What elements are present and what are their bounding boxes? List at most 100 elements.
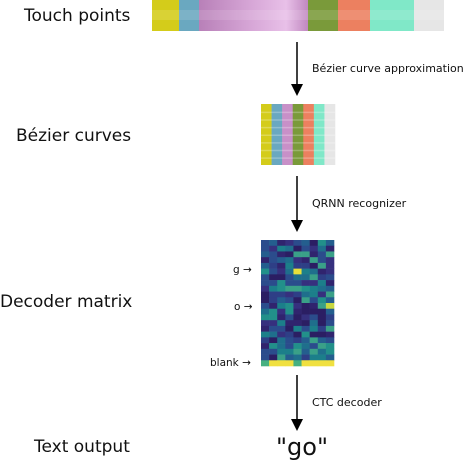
heatmap-cell <box>261 240 270 247</box>
heatmap-cell <box>293 303 302 310</box>
heatmap-cell <box>309 303 319 310</box>
stage-label-text-output: Text output <box>34 437 130 457</box>
heatmap-cell <box>301 343 310 350</box>
heatmap-cell <box>261 360 270 367</box>
heatmap-cell <box>261 268 270 275</box>
heatmap-cell <box>269 343 278 350</box>
heatmap-cell <box>285 245 294 252</box>
bezier-row-divider <box>261 149 335 152</box>
heatmap-cell <box>309 331 319 338</box>
heatmap-cell <box>301 325 310 332</box>
heatmap-cell <box>269 314 278 321</box>
step-label-qrnn: QRNN recognizer <box>312 197 407 210</box>
heatmap-cell <box>293 343 302 350</box>
heatmap-cell <box>325 314 335 321</box>
heatmap-cell <box>269 303 278 310</box>
heatmap-cell <box>317 291 327 298</box>
touch-segment-green <box>308 0 338 31</box>
heatmap-cell <box>277 314 286 321</box>
heatmap-cell <box>325 308 335 315</box>
heatmap-cell <box>317 285 327 292</box>
heatmap-cell <box>309 360 319 367</box>
heatmap-cell <box>325 331 335 338</box>
heatmap-cell <box>261 274 270 281</box>
heatmap-cell <box>277 354 286 361</box>
heatmap-cell <box>269 268 278 275</box>
heatmap-cell <box>317 280 327 287</box>
heatmap-cell <box>269 285 278 292</box>
heatmap-cell <box>285 360 294 367</box>
heatmap-cell <box>285 325 294 332</box>
heatmap-cell <box>309 320 319 327</box>
heatmap-cell <box>309 268 319 275</box>
heatmap-cell <box>293 360 302 367</box>
heatmap-cell <box>269 360 278 367</box>
heatmap-cell <box>325 274 335 281</box>
touch-segment-orange <box>338 0 370 31</box>
heatmap-cell <box>285 240 294 247</box>
heatmap-cell <box>285 291 294 298</box>
heatmap-cell <box>285 331 294 338</box>
heatmap-cell <box>277 337 286 344</box>
heatmap-cell <box>309 257 319 264</box>
heatmap-cell <box>309 308 319 315</box>
heatmap-cell <box>285 320 294 327</box>
heatmap-cell <box>285 348 294 355</box>
heatmap-cell <box>317 337 327 344</box>
heatmap-cell <box>285 268 294 275</box>
heatmap-cell <box>261 320 270 327</box>
heatmap-cell <box>277 274 286 281</box>
heatmap-cell <box>269 354 278 361</box>
heatmap-cell <box>261 303 270 310</box>
heatmap-cell <box>293 245 302 252</box>
bezier-column <box>303 104 315 165</box>
heatmap-cell <box>269 291 278 298</box>
heatmap-cell <box>325 348 335 355</box>
heatmap-cell <box>277 331 286 338</box>
heatmap-cell <box>277 268 286 275</box>
heatmap-cell <box>261 348 270 355</box>
heatmap-cell <box>285 297 294 304</box>
heatmap-cell <box>269 348 278 355</box>
bezier-column <box>282 104 294 165</box>
bezier-row-divider <box>261 111 335 114</box>
heatmap-cell <box>301 240 310 247</box>
heatmap-cell <box>317 303 327 310</box>
heatmap-cell <box>325 325 335 332</box>
heatmap-cell <box>325 303 335 310</box>
heatmap-cell <box>325 297 335 304</box>
heatmap-cell <box>325 245 335 252</box>
heatmap-cell <box>301 360 310 367</box>
heatmap-cell <box>285 308 294 315</box>
heatmap-cell <box>301 320 310 327</box>
heatmap-cell <box>325 291 335 298</box>
heatmap-cell <box>301 354 310 361</box>
heatmap-cell <box>309 274 319 281</box>
heatmap-cell <box>277 257 286 264</box>
heatmap-cell <box>293 331 302 338</box>
heatmap-cell <box>317 308 327 315</box>
heatmap-cell <box>301 308 310 315</box>
heatmap-cell <box>293 268 302 275</box>
heatmap-cell <box>261 245 270 252</box>
heatmap-cell <box>277 240 286 247</box>
heatmap-cell <box>301 245 310 252</box>
heatmap-cell <box>325 262 335 269</box>
heatmap-cell <box>317 268 327 275</box>
heatmap-cell <box>309 245 319 252</box>
row-label-o: o → <box>234 301 253 313</box>
heatmap-cell <box>285 314 294 321</box>
heatmap-cell <box>261 337 270 344</box>
text-output-value: "go" <box>276 433 328 461</box>
heatmap-cell <box>277 360 286 367</box>
heatmap-cell <box>317 262 327 269</box>
touch-segment-purple <box>199 0 308 31</box>
heatmap-cell <box>293 354 302 361</box>
heatmap-cell <box>285 343 294 350</box>
heatmap-cell <box>261 280 270 287</box>
heatmap-cell <box>285 303 294 310</box>
heatmap-cell <box>317 360 327 367</box>
heatmap-cell <box>261 314 270 321</box>
heatmap-cell <box>301 331 310 338</box>
heatmap-cell <box>301 257 310 264</box>
